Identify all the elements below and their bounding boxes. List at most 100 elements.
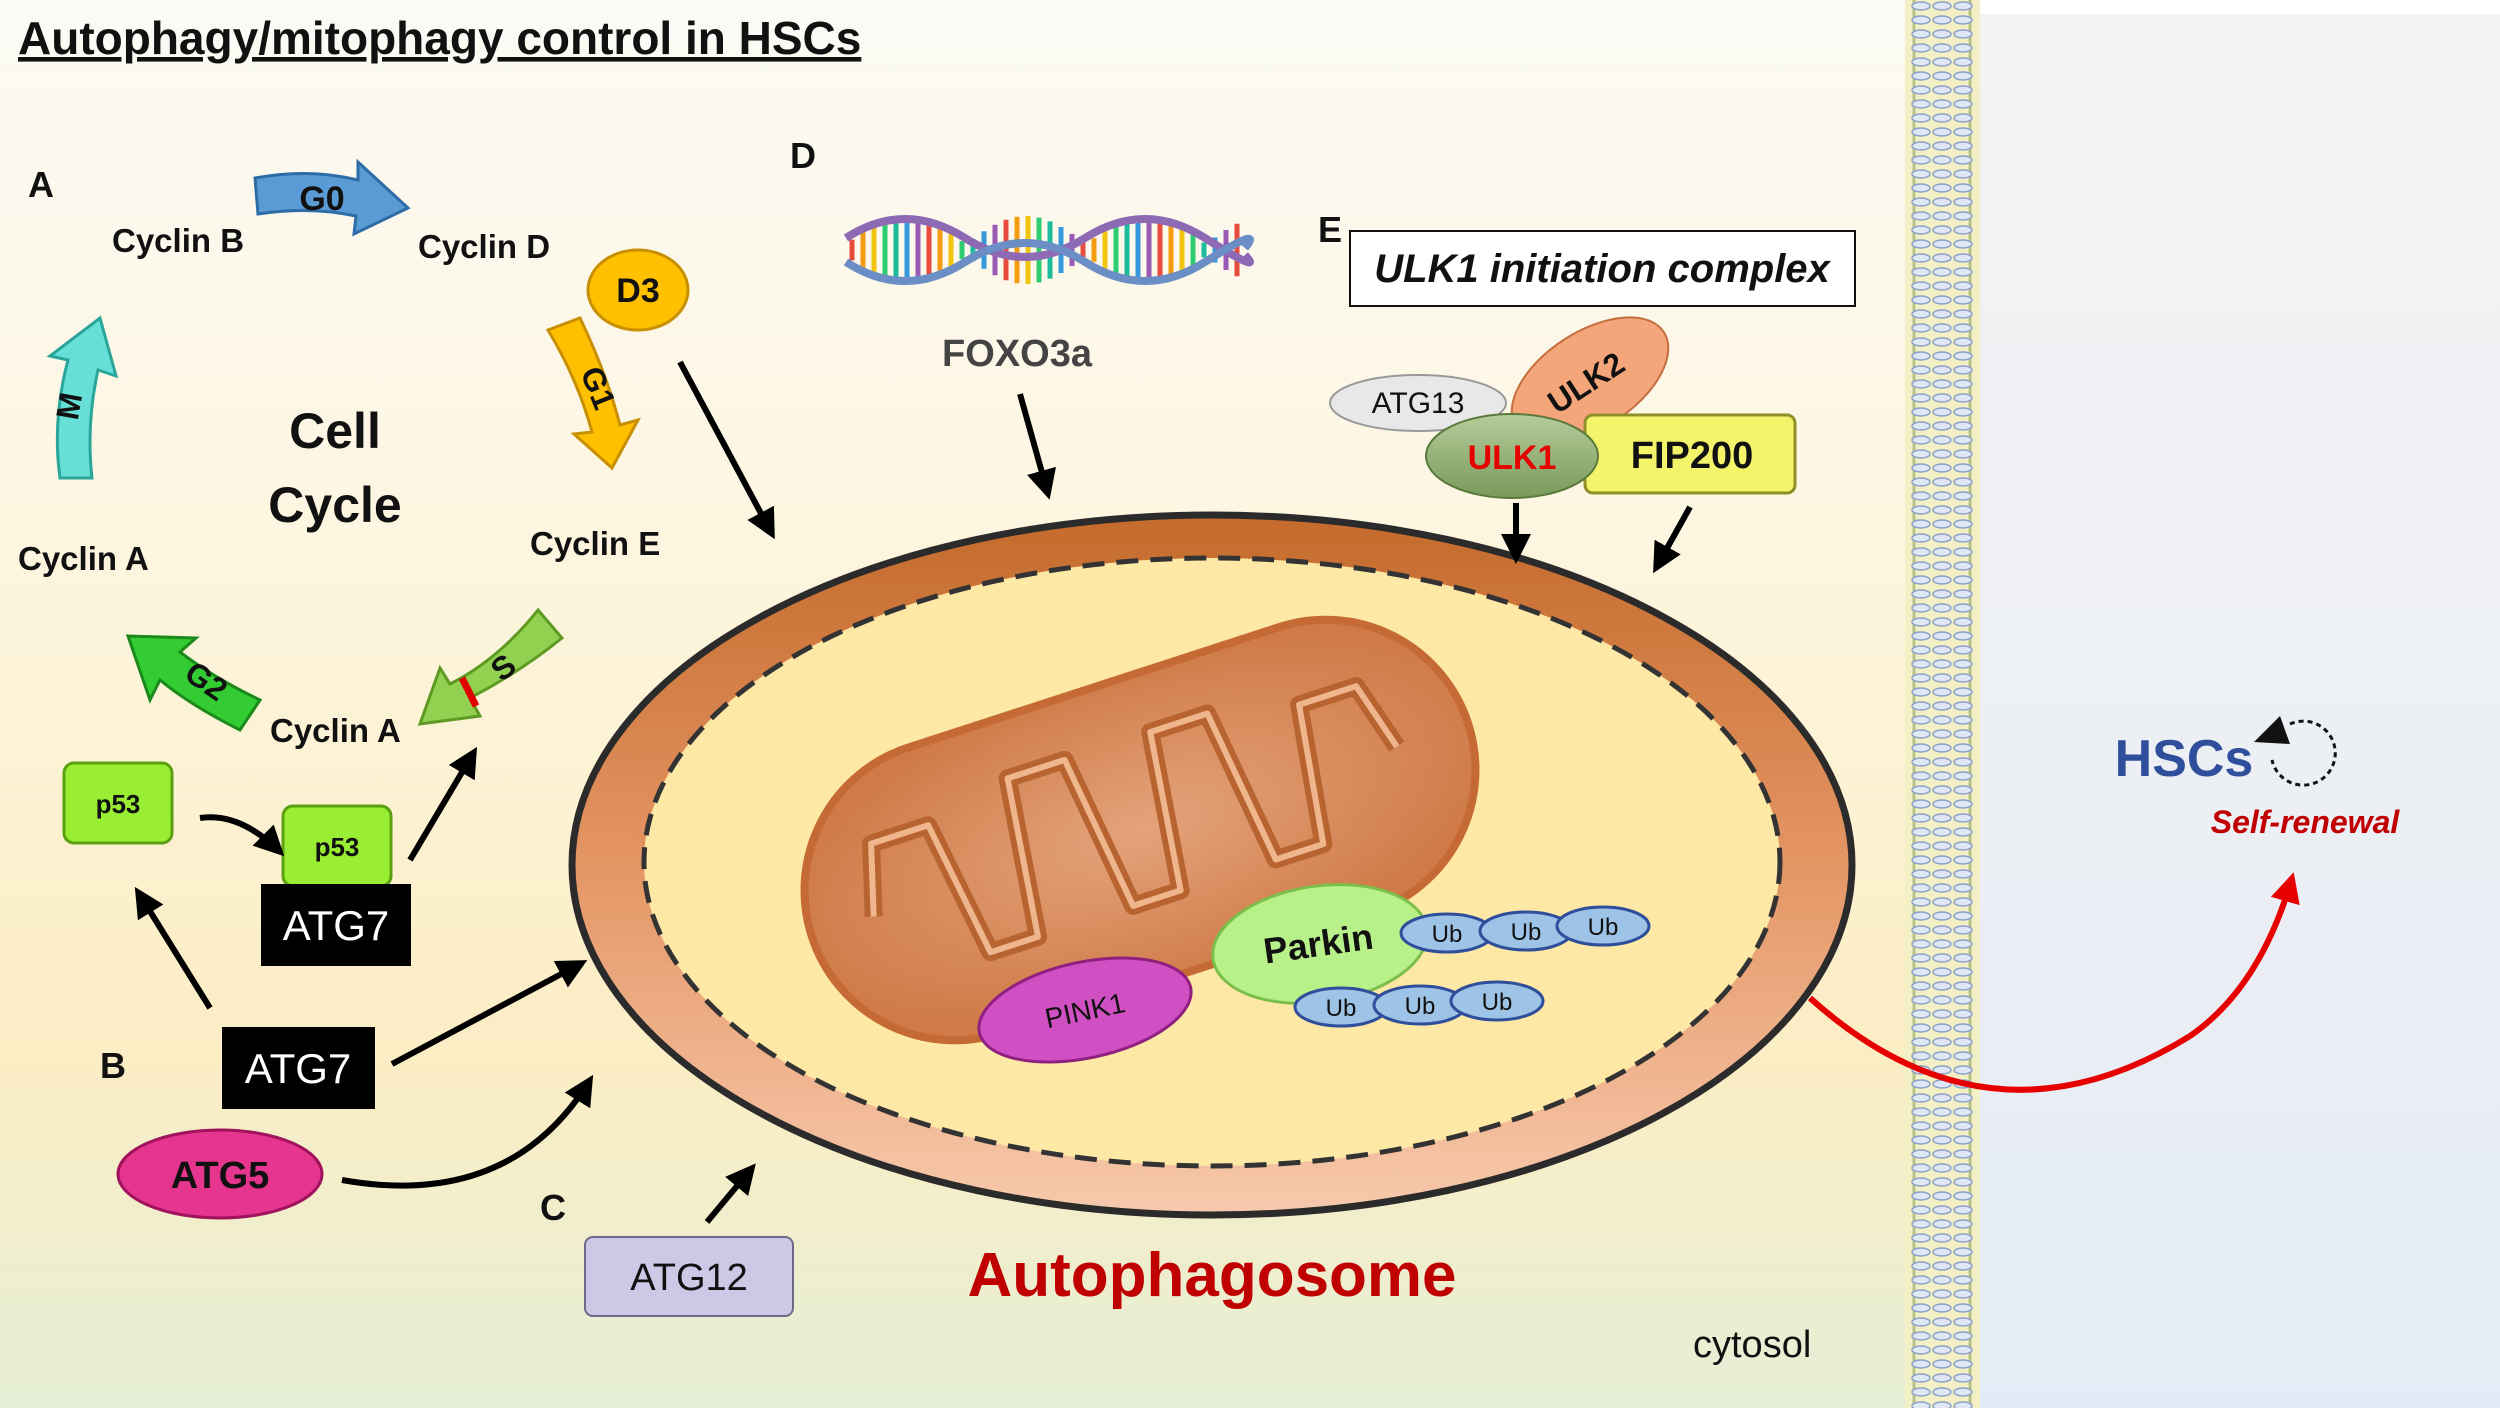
lipid-head	[1932, 1149, 1952, 1159]
panel-label-c: C	[540, 1187, 566, 1228]
arrow-atg12-to-autophagosome	[704, 1163, 756, 1224]
arrow-autophagosome-to-self-renewal	[1807, 872, 2300, 1093]
lipid-head	[1932, 463, 1952, 473]
lipid-head	[1953, 1135, 1973, 1145]
lipid-head	[1911, 85, 1931, 95]
lipid-head	[1911, 1023, 1931, 1033]
lipid-head	[1953, 1051, 1973, 1061]
lipid-head	[1932, 183, 1952, 193]
lipid-head	[1932, 1065, 1952, 1075]
lipid-head	[1953, 141, 1973, 151]
lipid-head	[1953, 1289, 1973, 1299]
lipid-head	[1911, 379, 1931, 389]
lipid-head	[1932, 29, 1952, 39]
lipid-head	[1911, 799, 1931, 809]
lipid-head	[1911, 1177, 1931, 1187]
lipid-head	[1911, 1219, 1931, 1229]
lipid-head	[1932, 631, 1952, 641]
lipid-head	[1932, 435, 1952, 445]
lipid-head	[1932, 295, 1952, 305]
lipid-head	[1932, 799, 1952, 809]
lipid-head	[1911, 1009, 1931, 1019]
lipid-head	[1932, 1317, 1952, 1327]
cytosol-label: cytosol	[1693, 1324, 1811, 1366]
lipid-head	[1953, 1331, 1973, 1341]
lipid-head	[1911, 939, 1931, 949]
lipid-head	[1953, 953, 1973, 963]
atg7-upper-box	[261, 884, 411, 966]
lipid-head	[1932, 1275, 1952, 1285]
lipid-head	[1932, 113, 1952, 123]
lipid-head	[1953, 827, 1973, 837]
lipid-head	[1953, 1303, 1973, 1313]
lipid-head	[1932, 939, 1952, 949]
lipid-head	[1953, 57, 1973, 67]
lipid-head	[1953, 239, 1973, 249]
lipid-head	[1953, 477, 1973, 487]
lipid-head	[1953, 393, 1973, 403]
ubiquitin-chain-upper: Ub Ub Ub	[1399, 905, 1651, 954]
d3-label: D3	[616, 272, 659, 310]
lipid-head	[1953, 1275, 1973, 1285]
lipid-head	[1932, 1331, 1952, 1341]
lipid-head	[1953, 71, 1973, 81]
lipid-head	[1932, 1107, 1952, 1117]
phase-arrow-g2: G2	[125, 634, 263, 732]
arrow-fip200-to-autophagosome	[1653, 505, 1693, 574]
arrow-p53-to-atg7	[199, 814, 285, 857]
autophagosome-label: Autophagosome	[967, 1241, 1456, 1310]
lipid-head	[1953, 113, 1973, 123]
foxo3a-dna	[843, 215, 1254, 285]
lipid-head	[1953, 1373, 1973, 1383]
atg12-label: ATG12	[630, 1257, 748, 1299]
lipid-head	[1953, 1317, 1973, 1327]
p53-free-box	[62, 761, 174, 845]
lipid-head	[1932, 1023, 1952, 1033]
lipid-head	[1932, 1233, 1952, 1243]
lipid-head	[1953, 687, 1973, 697]
panel-b: p53 p53 ATG7 ATG7 ATG5	[62, 761, 411, 1220]
lipid-head	[1911, 1233, 1931, 1243]
lipid-head	[1953, 1387, 1973, 1397]
lipid-head	[1953, 505, 1973, 515]
panel-label-d: D	[790, 135, 816, 176]
atg12-box	[584, 1236, 794, 1317]
lipid-head	[1911, 967, 1931, 977]
lipid-head	[1953, 1261, 1973, 1271]
arrow-atg7-to-autophagosome	[390, 960, 588, 1067]
lipid-head	[1911, 351, 1931, 361]
lipid-head	[1953, 407, 1973, 417]
lipid-head	[1932, 561, 1952, 571]
atg5-ellipse	[116, 1128, 324, 1220]
plasma-membrane	[1905, 0, 1980, 1411]
ulk1-ellipse	[1425, 413, 1599, 499]
lipid-head	[1911, 127, 1931, 137]
lipid-head	[1953, 253, 1973, 263]
p53-bound-label: p53	[315, 832, 360, 862]
lipid-head	[1911, 1079, 1931, 1089]
lipid-head	[1911, 981, 1931, 991]
lipid-head	[1932, 547, 1952, 557]
hscs-label: HSCs	[2115, 730, 2254, 788]
lipid-head	[1932, 267, 1952, 277]
lipid-head	[1932, 85, 1952, 95]
lipid-head	[1953, 169, 1973, 179]
lipid-head	[1911, 897, 1931, 907]
mitochondrion	[800, 615, 1480, 1045]
lipid-head	[1932, 407, 1952, 417]
lipid-head	[1932, 813, 1952, 823]
lipid-head	[1911, 1387, 1931, 1397]
lipid-head	[1932, 869, 1952, 879]
lipid-head	[1911, 141, 1931, 151]
lipid-head	[1953, 281, 1973, 291]
lipid-head	[1953, 1093, 1973, 1103]
lipid-head	[1932, 1051, 1952, 1061]
lipid-head	[1932, 743, 1952, 753]
lipid-head	[1953, 1233, 1973, 1243]
lipid-head	[1953, 309, 1973, 319]
lipid-head	[1911, 561, 1931, 571]
lipid-head	[1911, 603, 1931, 613]
lipid-head	[1911, 253, 1931, 263]
lipid-head	[1911, 1205, 1931, 1215]
